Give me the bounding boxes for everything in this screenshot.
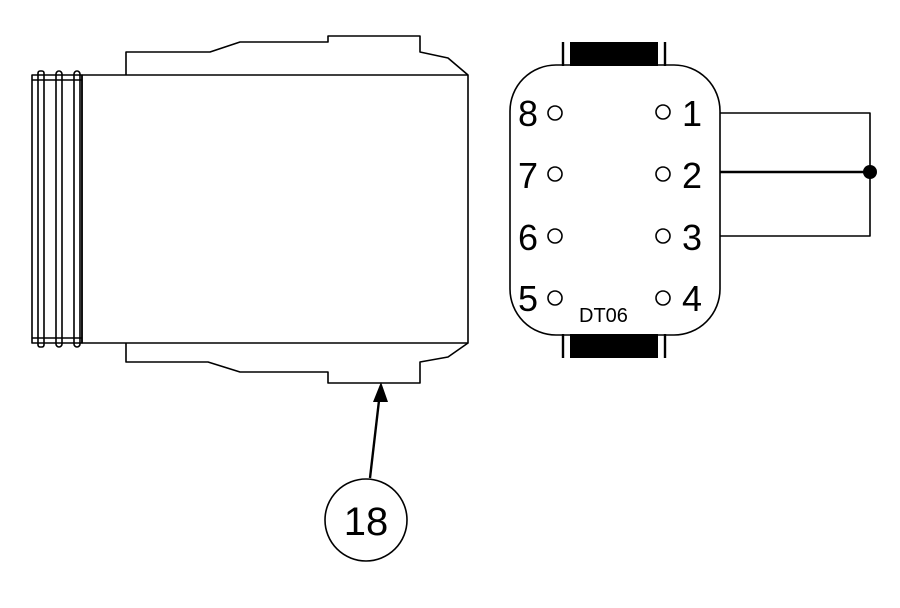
pin-4-cavity (655, 290, 671, 306)
bottom-latch-profile (125, 342, 469, 384)
connector-body (81, 74, 469, 344)
seal-front (31, 74, 83, 344)
pin-7-label: 7 (518, 155, 538, 196)
pin-5-label: 5 (518, 278, 538, 319)
jumper-wire-1-3 (720, 112, 871, 237)
callout-leader-line (368, 391, 382, 479)
pin-8-cavity (547, 105, 563, 121)
connector-side-view (31, 35, 469, 384)
bottom-latch-tab (570, 334, 658, 358)
pin-4-label: 4 (682, 278, 702, 319)
pin-3-cavity (655, 228, 671, 244)
callout-bubble (324, 478, 408, 562)
pin-7-cavity (547, 166, 563, 182)
pin-2-cavity (655, 166, 671, 182)
connector-model-label: DT06 (579, 305, 628, 327)
jumper-wiring (720, 112, 877, 237)
pin-6-cavity (547, 228, 563, 244)
seal-ring (55, 70, 63, 348)
pin-1-label: 1 (682, 93, 702, 134)
callout-number: 18 (344, 500, 389, 544)
top-latch-profile (125, 35, 469, 76)
part-callout: 18 (324, 382, 408, 562)
pin-2-label: 2 (682, 155, 702, 196)
connector-face-view: 8 7 6 5 1 2 3 4 DT06 (509, 42, 721, 358)
splice-junction-dot (863, 165, 877, 179)
pin-3-label: 3 (682, 217, 702, 258)
seal-ring (37, 70, 45, 348)
pin-8-label: 8 (518, 93, 538, 134)
pin-5-cavity (547, 290, 563, 306)
seal-ring (73, 70, 81, 348)
pin-1-cavity (655, 104, 671, 120)
connector-face-outline (509, 64, 721, 336)
pin-6-label: 6 (518, 217, 538, 258)
top-latch-tab (570, 42, 658, 66)
callout-arrowhead (373, 382, 388, 402)
